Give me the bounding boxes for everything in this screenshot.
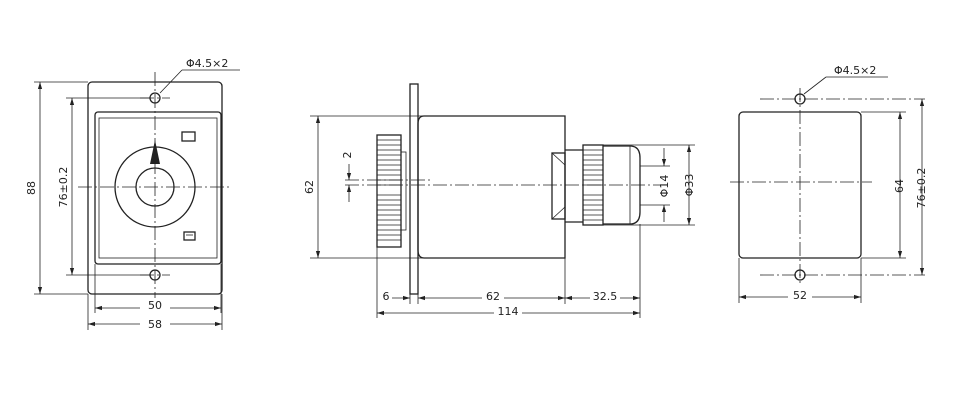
side-dim-knob: 32.5	[593, 290, 618, 303]
front-dim-inner-width: 50	[148, 299, 162, 312]
side-dim-height: 62	[303, 180, 316, 194]
rear-dim-height: 64	[893, 179, 906, 193]
side-dim-shaft-small: Φ14	[658, 175, 671, 198]
front-body	[94, 111, 222, 265]
side-dim-total: 114	[498, 305, 519, 318]
side-view: 62 2 Φ14 Φ33 6 62 32.5 114	[303, 83, 696, 318]
side-flange	[409, 83, 419, 295]
side-dim-body: 62	[486, 290, 500, 303]
rear-dim-width: 52	[793, 289, 807, 302]
side-dim-offset: 2	[341, 152, 354, 159]
side-body	[417, 115, 566, 259]
side-dim-shaft-large: Φ33	[683, 174, 696, 197]
rear-view: Φ4.5×2 64 76±0.2 52	[730, 64, 928, 303]
rear-hole-label: Φ4.5×2	[834, 64, 876, 77]
side-dim-flange: 6	[383, 290, 390, 303]
front-dim-height: 88	[25, 181, 38, 195]
rear-dim-hole-spacing: 76±0.2	[915, 168, 928, 209]
front-dim-outer-width: 58	[148, 318, 162, 331]
front-indicator-bottom	[183, 231, 196, 241]
front-window	[98, 117, 218, 259]
side-dial-cap	[551, 152, 566, 220]
front-dim-hole-spacing: 76±0.2	[57, 167, 70, 208]
front-view: Φ4.5×2 88 76±0.2 50 58	[25, 57, 240, 331]
front-hole-label: Φ4.5×2	[186, 57, 228, 70]
front-indicator-top	[181, 131, 196, 142]
